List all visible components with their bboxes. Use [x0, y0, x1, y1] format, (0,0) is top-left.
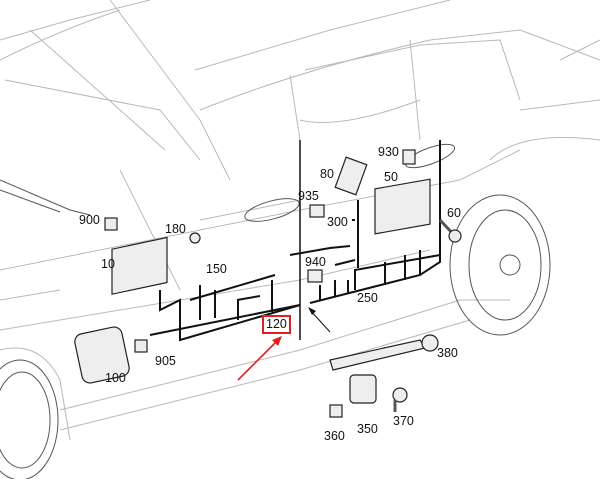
- switch-80: [334, 156, 368, 196]
- highlight-arrow: [237, 336, 282, 381]
- label-60: 60: [447, 206, 461, 220]
- connector-940: [307, 269, 323, 283]
- label-360: 360: [324, 429, 345, 443]
- part-370: [392, 387, 408, 403]
- label-120-highlighted: 120: [262, 315, 291, 334]
- label-100: 100: [105, 371, 126, 385]
- label-50: 50: [384, 170, 398, 184]
- label-900: 900: [79, 213, 100, 227]
- door-handle-rear: [404, 143, 456, 169]
- pointer-arrow: [308, 307, 331, 333]
- control-unit-10: [111, 236, 168, 295]
- label-80: 80: [320, 167, 334, 181]
- label-350: 350: [357, 422, 378, 436]
- label-250: 250: [357, 291, 378, 305]
- wiper: [0, 179, 91, 216]
- label-930: 930: [378, 145, 399, 159]
- label-935: 935: [298, 189, 319, 203]
- part-360: [329, 404, 343, 418]
- rod-380: [329, 339, 426, 371]
- label-180: 180: [165, 222, 186, 236]
- label-10: 10: [101, 257, 115, 271]
- label-300: 300: [327, 215, 348, 229]
- label-150: 150: [206, 262, 227, 276]
- clip-180: [189, 232, 201, 244]
- connector-900: [104, 217, 118, 231]
- label-370: 370: [393, 414, 414, 428]
- part-350: [349, 374, 377, 404]
- connector-930: [402, 149, 416, 165]
- front-wheel: [0, 359, 59, 479]
- door-handle-front: [244, 198, 300, 222]
- label-940: 940: [305, 255, 326, 269]
- connector-905: [134, 339, 148, 353]
- label-380: 380: [437, 346, 458, 360]
- rear-wheel: [449, 194, 551, 336]
- module-50: [374, 178, 431, 235]
- label-905: 905: [155, 354, 176, 368]
- connector-935: [309, 204, 325, 218]
- parts: [74, 149, 462, 418]
- grommet-100: [74, 326, 130, 384]
- harness-lines: [149, 140, 441, 342]
